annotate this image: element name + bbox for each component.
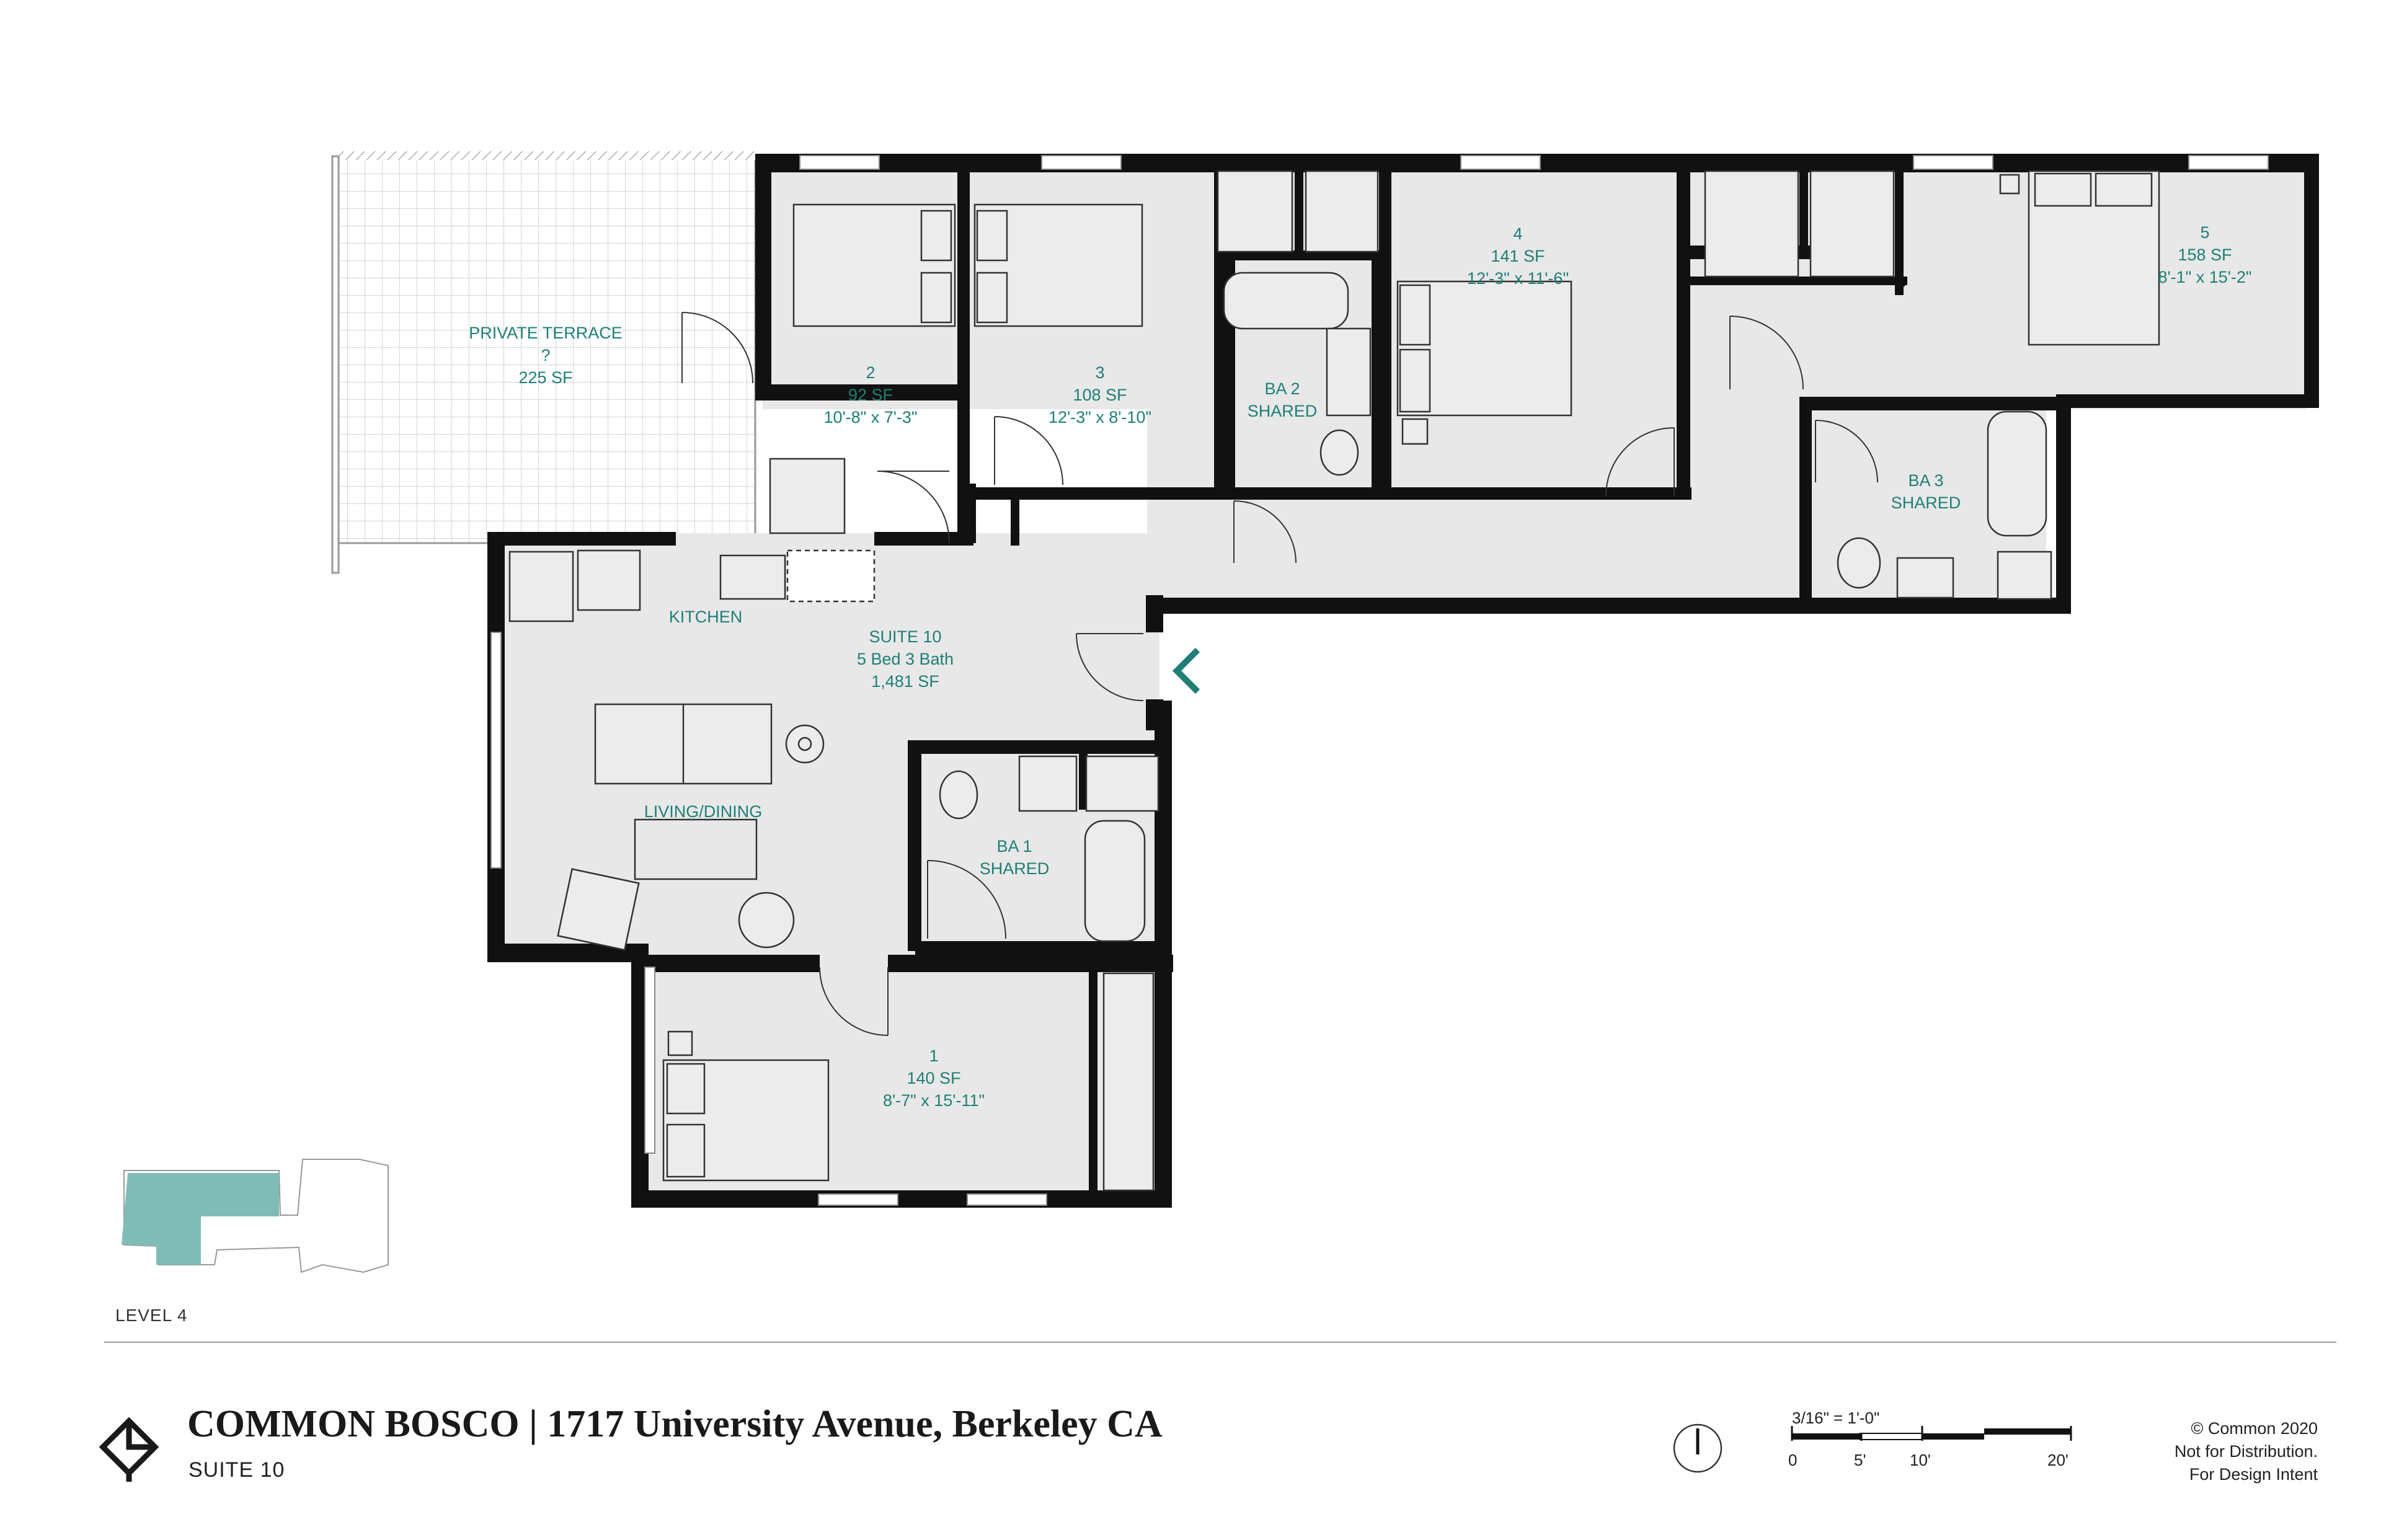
suite-area: 1,481 SF <box>871 672 939 691</box>
bed5-dims: 8'-1" x 15'-2" <box>2158 268 2251 286</box>
design-intent-line: For Design Intent <box>2189 1465 2318 1484</box>
bed4-dims: 12'-3" x 11'-6" <box>1467 269 1569 288</box>
level-label: LEVEL 4 <box>115 1306 188 1325</box>
terrace-name: PRIVATE TERRACE <box>469 324 623 342</box>
furniture <box>508 170 2160 1192</box>
footer-divider <box>104 1342 2336 1343</box>
key-plan <box>122 1159 389 1273</box>
common-logo-icon <box>99 1417 159 1482</box>
walls <box>487 154 2319 1208</box>
scale-tick-0: 0 <box>1788 1451 1798 1469</box>
windows <box>490 155 2269 1206</box>
bed2-dims: 10'-8" x 7'-3" <box>823 408 917 427</box>
living-name: LIVING/DINING <box>644 802 763 821</box>
scale-ratio: 3/16" = 1'-0" <box>1792 1409 1880 1427</box>
bed3-dims: 12'-3" x 8'-10" <box>1049 408 1151 427</box>
bath1-note: SHARED <box>980 859 1050 878</box>
scale-tick-5: 5' <box>1854 1451 1866 1469</box>
north-arrow-icon <box>1673 1423 1723 1473</box>
suite-beds: 5 Bed 3 Bath <box>857 650 954 668</box>
bath2-name: BA 2 <box>1264 379 1300 398</box>
bed5-number: 5 <box>2200 223 2209 242</box>
private-terrace <box>331 151 756 574</box>
copyright-line: © Common 2020 <box>2191 1419 2318 1438</box>
room-labels: PRIVATE TERRACE ? 225 SF 2 92 SF 10'-8" … <box>469 223 2251 1110</box>
bed5-area: 158 SF <box>2178 246 2232 264</box>
bed3-area: 108 SF <box>1073 386 1127 404</box>
key-plan-highlight <box>122 1173 279 1265</box>
bed1-dims: 8'-7" x 15'-11" <box>883 1091 985 1110</box>
bed4-number: 4 <box>1513 224 1522 243</box>
distribution-line: Not for Distribution. <box>2174 1442 2318 1461</box>
bath2-note: SHARED <box>1248 402 1318 420</box>
copyright-note: © Common 2020 Not for Distribution. For … <box>2070 1417 2318 1486</box>
bath3-name: BA 3 <box>1908 471 1943 490</box>
chevron-left-icon <box>1172 647 1200 694</box>
suite-subtitle: SUITE 10 <box>188 1458 285 1482</box>
suite-name: SUITE 10 <box>869 627 941 646</box>
page-title: COMMON BOSCO | 1717 University Avenue, B… <box>187 1403 1163 1445</box>
bed1-area: 140 SF <box>907 1069 960 1087</box>
scale-tick-20: 20' <box>2047 1451 2068 1469</box>
bed2-area: 92 SF <box>848 386 893 404</box>
door-swings <box>681 312 1878 1036</box>
bed3-number: 3 <box>1095 363 1104 382</box>
bath3-note: SHARED <box>1891 493 1961 512</box>
bed4-area: 141 SF <box>1491 247 1545 265</box>
scale-tick-10: 10' <box>1910 1451 1931 1469</box>
bed2-number: 2 <box>866 363 875 382</box>
bed1-number: 1 <box>929 1047 938 1065</box>
bath1-name: BA 1 <box>996 837 1032 856</box>
terrace-mark: ? <box>541 346 550 365</box>
terrace-area: 225 SF <box>518 368 572 387</box>
kitchen-name: KITCHEN <box>669 608 743 626</box>
